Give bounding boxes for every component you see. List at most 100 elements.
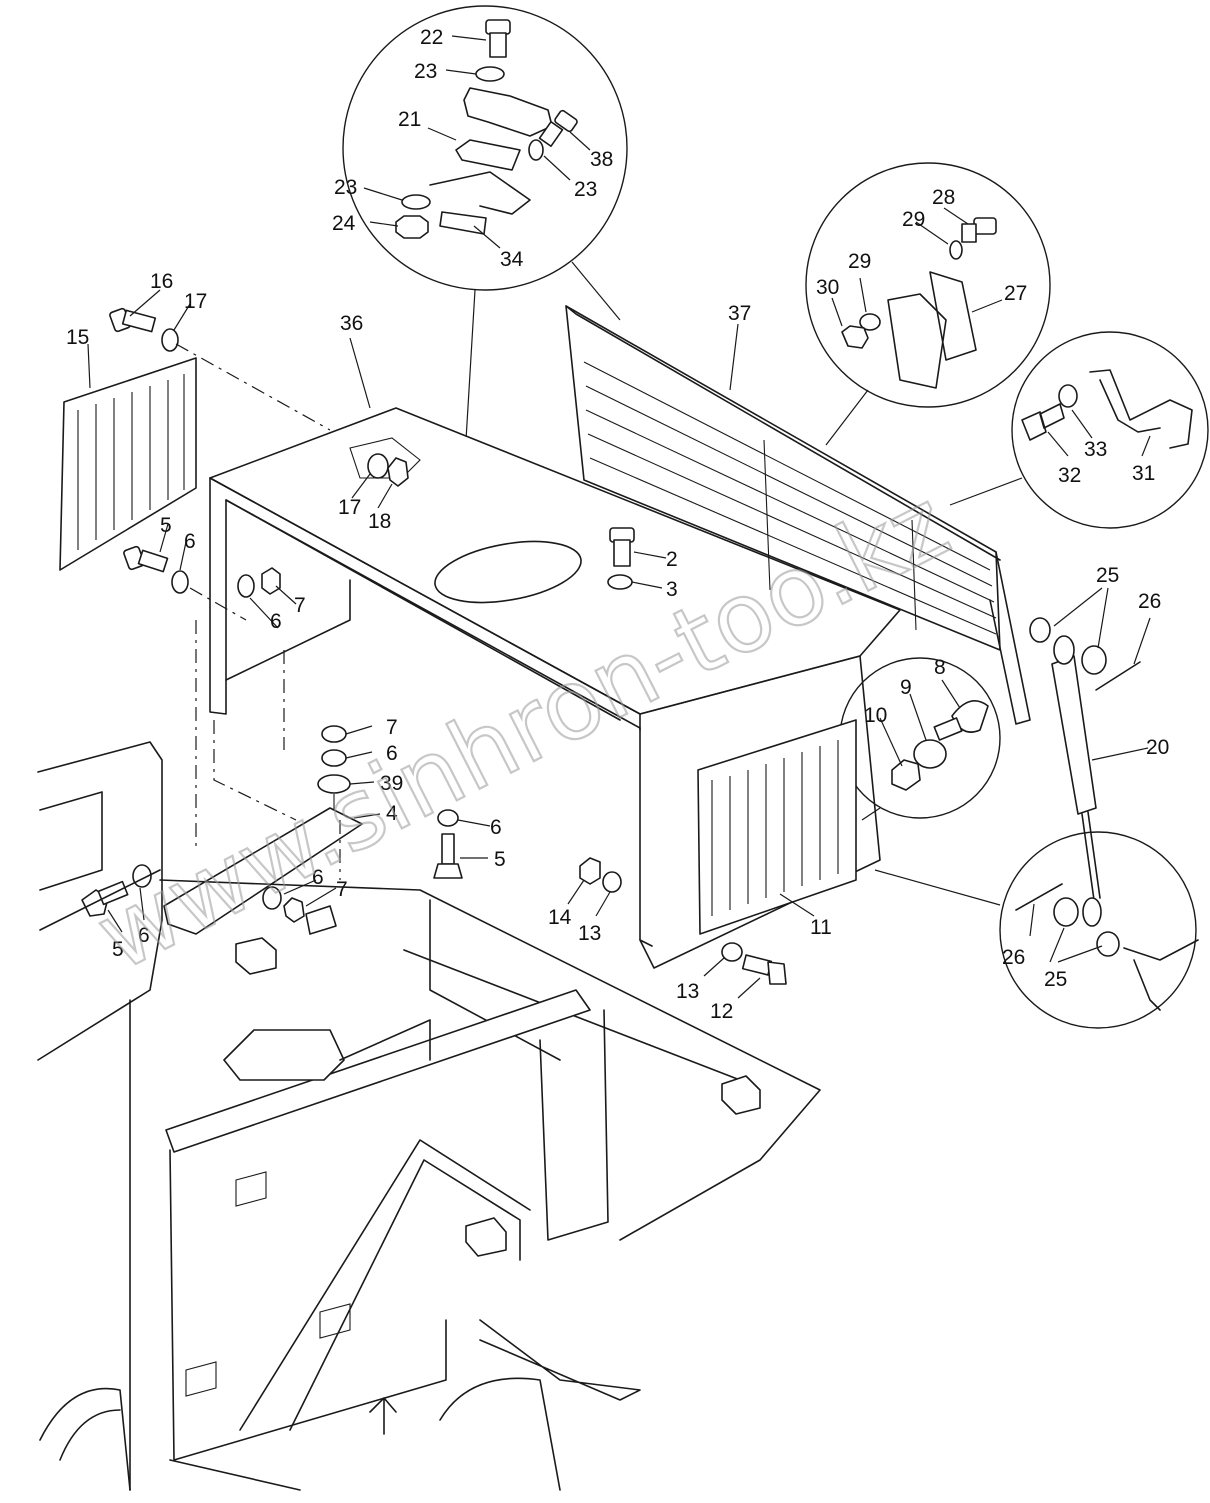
washer-17-hood [367,453,389,479]
label-6-c: 6 [386,742,398,765]
washer-25-upper [1029,617,1051,643]
washer-13-lower [721,942,743,962]
washer-23-left [401,194,431,210]
label-6-d: 6 [490,816,502,839]
label-32: 32 [1058,464,1081,487]
hood-36 [209,407,901,969]
washer-13-upper [602,871,622,893]
label-6-e: 6 [312,866,324,889]
latch-plate [887,293,947,389]
label-28: 28 [932,186,955,209]
callout-circle-strut-end [999,831,1197,1029]
washer-25-strut [1081,645,1107,675]
washer-17-side [161,328,179,352]
label-27: 27 [1004,282,1027,305]
washer-29-left [859,313,881,331]
detail-callouts [342,5,1209,1029]
gas-strut-20 [1051,635,1102,927]
callout-leader-latch [825,389,869,446]
callout-leader-knob [861,807,881,821]
washer-6-upper [171,570,189,594]
nut-24 [395,215,429,239]
label-7-a: 7 [294,594,306,617]
grille-11 [697,719,857,935]
hinge-leaf [429,171,531,215]
label-26-b: 26 [1002,946,1025,969]
label-15: 15 [66,326,89,349]
pin-26-upper [1095,661,1141,691]
label-6-f: 6 [138,924,150,947]
hinge-detail [395,19,578,239]
latch-bracket-27 [929,271,977,361]
label-23-c: 23 [334,176,357,199]
washer-6-bracket [437,809,459,827]
label-12: 12 [710,1000,733,1023]
label-25-a: 25 [1096,564,1119,587]
label-24: 24 [332,212,356,235]
washer-6-low [262,886,282,910]
leader-lines [87,35,1151,999]
label-37: 37 [728,302,751,325]
handle-31 [1089,369,1193,449]
callout-circle-handle [1011,331,1209,529]
dash-lines [195,620,341,880]
pin-26-lower [1015,883,1063,911]
label-13-a: 13 [578,922,601,945]
washer-23-right [528,139,544,161]
callout-leader-strut-end [874,869,1001,906]
label-6-b: 6 [270,610,282,633]
label-29-a: 29 [902,208,925,231]
label-31: 31 [1132,462,1155,485]
bolt-5-lower [433,833,463,879]
label-2: 2 [666,548,678,571]
rear-grille-37 [565,305,1031,725]
label-34: 34 [500,248,524,271]
label-30: 30 [816,276,839,299]
label-5-b: 5 [494,848,506,871]
label-21: 21 [398,108,421,131]
label-17-a: 17 [184,290,207,313]
bolt-38 [538,109,578,148]
label-18: 18 [368,510,391,533]
label-7-b: 7 [386,716,398,739]
dash-16 [175,343,331,431]
bracket-4 [163,807,363,935]
label-38: 38 [590,148,613,171]
latch-detail [841,217,997,389]
label-33: 33 [1084,438,1107,461]
hinge-bracket-21 [455,139,521,171]
bolt-28 [961,217,997,243]
callout-circle-latch [805,162,1051,408]
label-10: 10 [864,704,887,727]
machine-frame [37,741,821,1491]
callout-leader-handle [949,477,1023,506]
side-grille-15 [59,357,197,571]
nut-18 [387,457,409,487]
label-5-c: 5 [112,938,124,961]
label-25-b: 25 [1044,968,1067,991]
nut-7-low [283,897,305,923]
nut-30 [841,325,869,349]
label-17-b: 17 [338,496,361,519]
label-6-a: 6 [184,530,196,553]
label-36: 36 [340,312,363,335]
label-20: 20 [1146,736,1169,759]
knob-detail [891,700,989,791]
callout-leader-hinge [465,261,621,441]
nut-7-hood [261,567,281,595]
washer-25-lower [1053,897,1079,927]
washer-29-top [949,240,963,260]
hood-opening [434,540,582,604]
nut-14 [579,857,601,885]
washer-6-hood [237,574,255,598]
label-22: 22 [420,26,443,49]
nut-10 [891,759,921,791]
label-5-a: 5 [160,514,172,537]
label-9: 9 [900,676,912,699]
nut-7-stack [321,725,347,743]
label-16: 16 [150,270,173,293]
callout-circle-hinge [342,5,628,291]
knob-shank [933,717,963,741]
hinge-plate [463,87,553,137]
